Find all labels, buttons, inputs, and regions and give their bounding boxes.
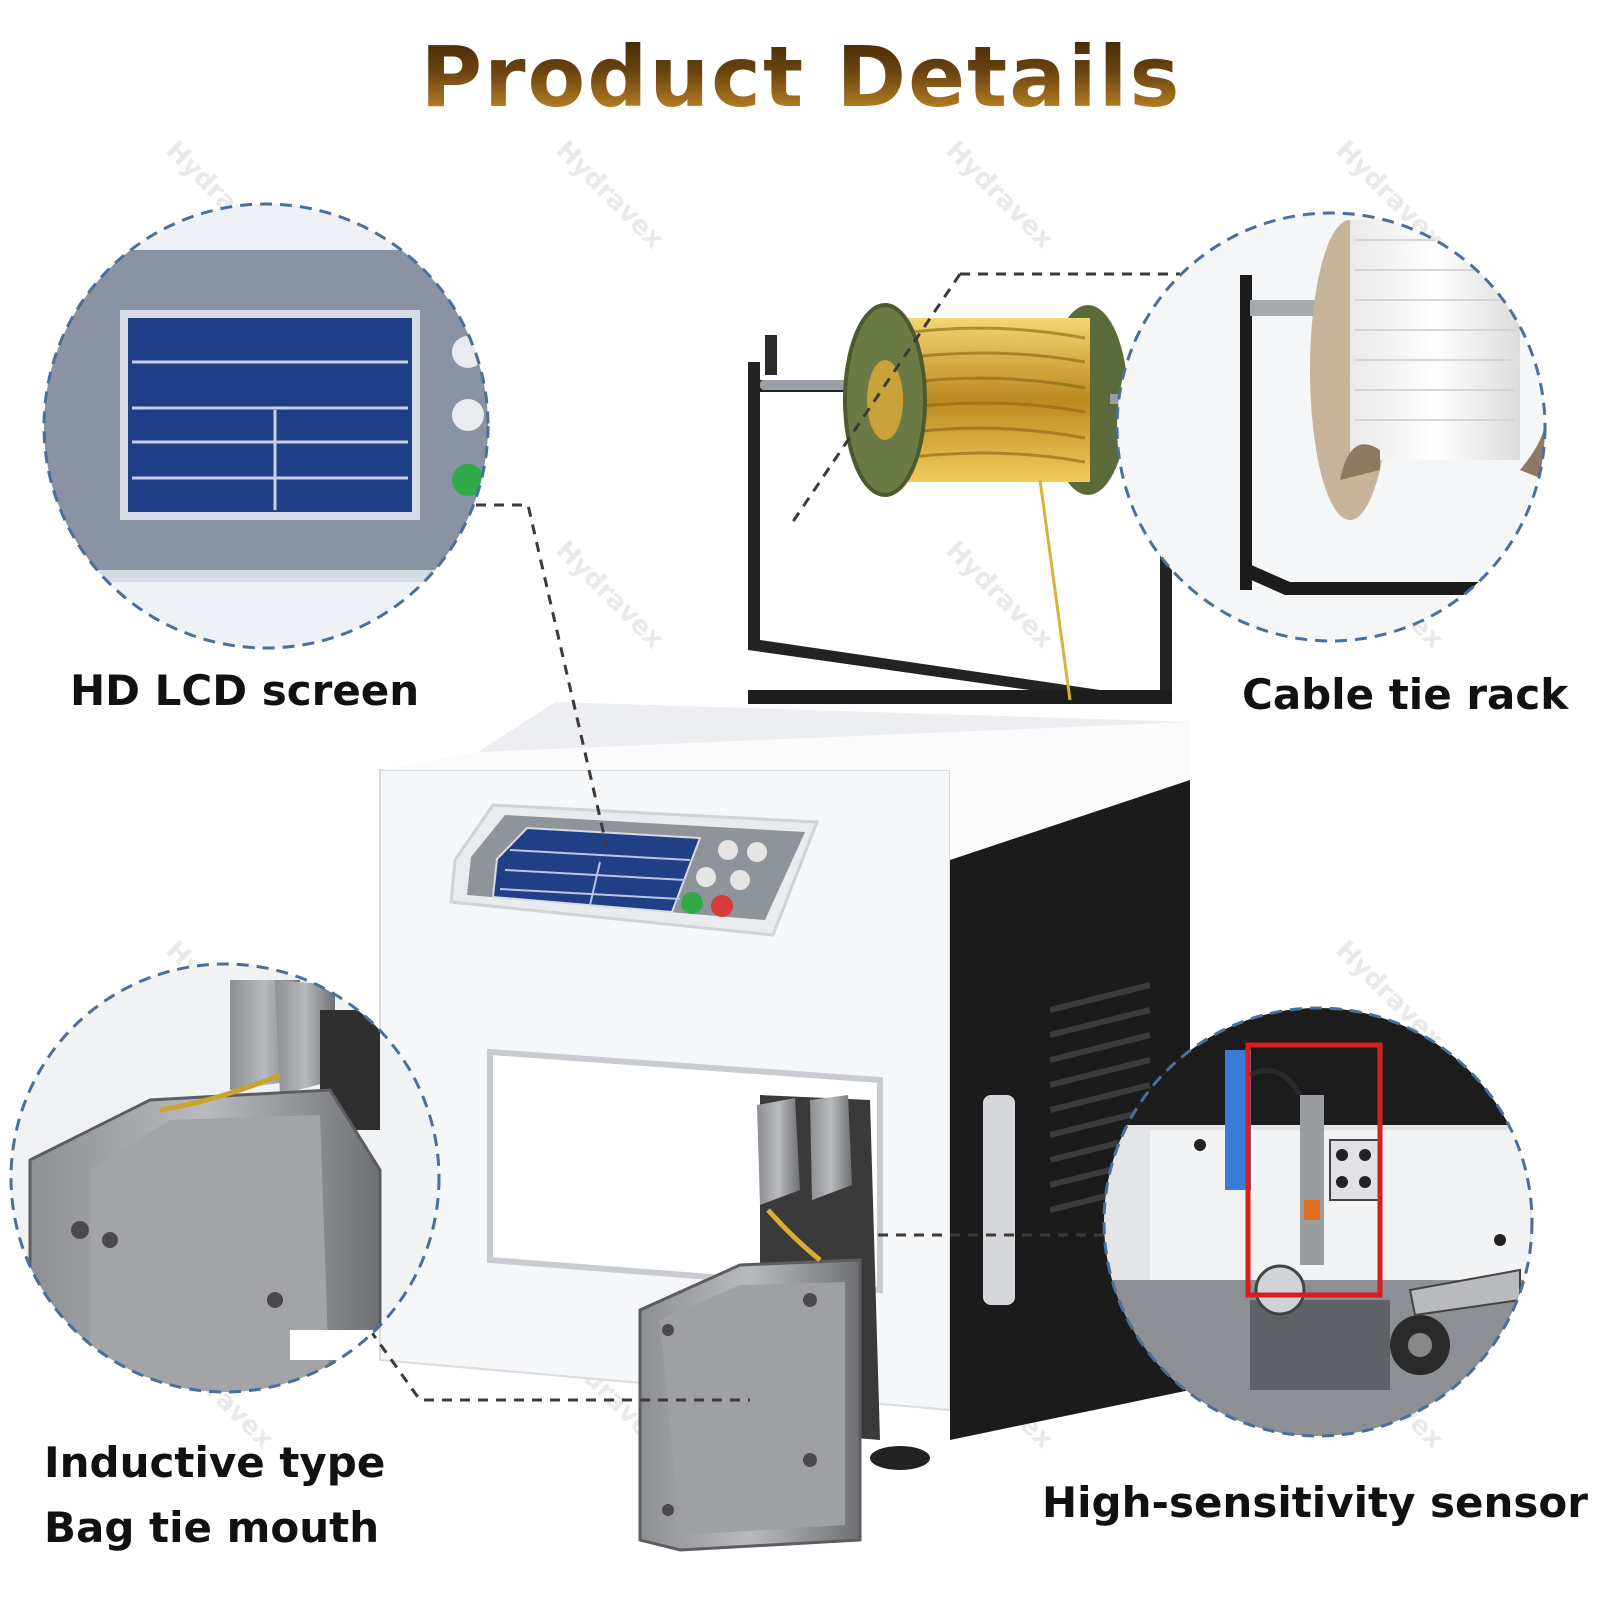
page-title: Product Details (0, 28, 1602, 126)
sensor-highlight-box (1245, 1042, 1383, 1298)
rack-callout (1115, 211, 1547, 643)
start-button (681, 892, 703, 914)
sensor-callout (1102, 1006, 1534, 1438)
mouth-label-line1: Inductive type (44, 1438, 386, 1487)
bag-tying-machine (379, 303, 1190, 1552)
sensor-label: High-sensitivity sensor (1042, 1478, 1588, 1527)
tie-mouth (638, 1095, 880, 1552)
mouth-label-line2: Bag tie mouth (44, 1503, 380, 1552)
lcd-callout (42, 202, 490, 650)
gold-spool (843, 303, 1140, 701)
mouth-callout (9, 962, 441, 1394)
leader-lines (368, 272, 1180, 1402)
stop-button (711, 895, 733, 917)
rack-label: Cable tie rack (1242, 670, 1569, 719)
side-handle (983, 1095, 1015, 1305)
control-panel (449, 803, 820, 937)
lcd-label: HD LCD screen (70, 666, 420, 715)
